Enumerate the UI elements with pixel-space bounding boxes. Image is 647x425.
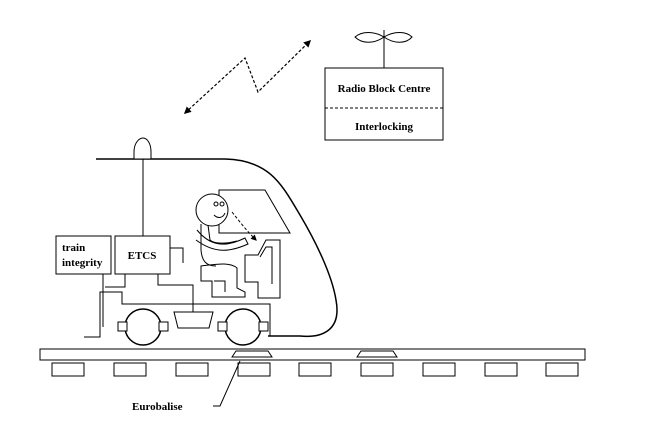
rbc-antenna-icon (354, 30, 413, 68)
train-integrity-box: train integrity (55, 235, 112, 275)
eurobalise-label: Eurobalise (132, 401, 183, 413)
sleeper (298, 362, 332, 377)
sleeper (422, 362, 456, 377)
sleeper (51, 362, 85, 377)
sleeper (545, 362, 579, 377)
rbc-box: Radio Block Centre Interlocking (324, 67, 444, 141)
etcs-box: ETCS (114, 235, 171, 275)
eurobalise-leader (213, 360, 241, 407)
front-wheel (117, 308, 169, 346)
sleeper (484, 362, 518, 377)
rear-wheel (217, 308, 269, 346)
sleeper (360, 362, 394, 377)
train-integrity-label-line2: integrity (62, 257, 103, 269)
train-antenna-icon (133, 137, 152, 160)
balise-1 (231, 350, 273, 358)
windscreen (218, 189, 291, 234)
train-body (84, 158, 338, 338)
train-integrity-label-line1: train (62, 242, 85, 254)
etcs-label: ETCS (128, 250, 157, 262)
rail (39, 348, 586, 361)
balise-antenna-icon (173, 311, 214, 329)
sleeper (175, 362, 209, 377)
interlocking-label: Interlocking (355, 121, 414, 133)
sleepers (51, 362, 579, 377)
gaze-arrow (231, 211, 257, 241)
balise-2 (356, 350, 398, 358)
sleeper (113, 362, 147, 377)
rbc-label: Radio Block Centre (338, 83, 431, 95)
sleeper (237, 362, 271, 377)
driver-console (244, 239, 281, 299)
radio-link-arrow (183, 39, 312, 114)
driver-figure-icon (195, 193, 249, 298)
